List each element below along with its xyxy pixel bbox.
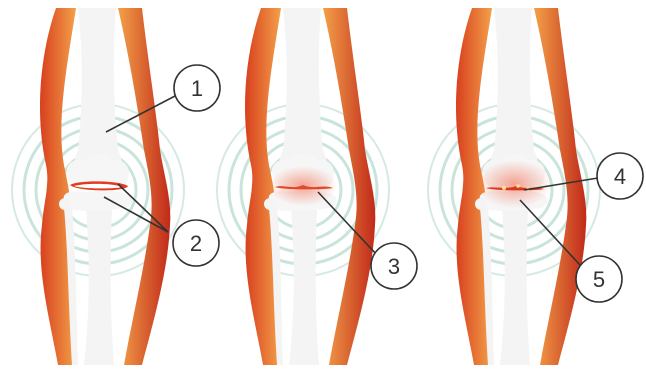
bone-fragment bbox=[516, 184, 520, 188]
callout-5-label: 5 bbox=[593, 267, 605, 292]
callout-3-label: 3 bbox=[388, 254, 400, 279]
callout-2-label: 2 bbox=[190, 231, 202, 256]
callout-1: 1 bbox=[174, 65, 220, 111]
callout-4-label: 4 bbox=[614, 164, 626, 189]
callout-1-label: 1 bbox=[191, 76, 203, 101]
knee-2-degraded bbox=[217, 8, 389, 365]
bone-fragment bbox=[502, 186, 506, 190]
inflammation-glow-3 bbox=[476, 160, 552, 208]
callout-2: 2 bbox=[173, 220, 219, 266]
knee-3-arthritic bbox=[428, 8, 600, 365]
knee-1-healthy bbox=[12, 8, 184, 365]
callout-5: 5 bbox=[576, 256, 622, 302]
callout-3: 3 bbox=[371, 243, 417, 289]
callout-4: 4 bbox=[597, 153, 643, 199]
